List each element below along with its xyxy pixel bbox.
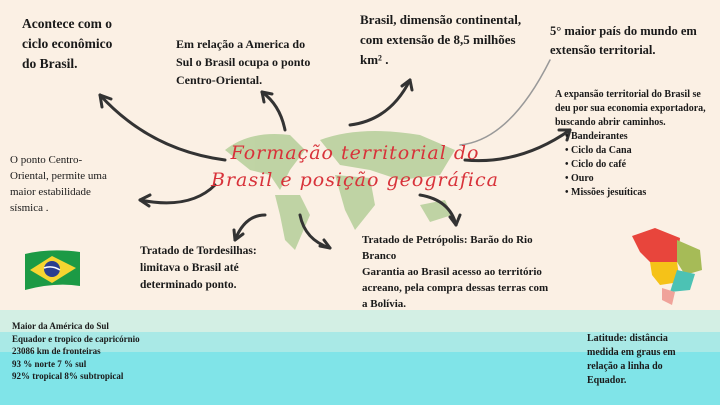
- fact: 23086 km de fronteiras: [12, 346, 101, 356]
- fact: 92% tropical 8% subtropical: [12, 371, 124, 381]
- arrow-tordesilhas: [233, 213, 267, 242]
- arrow-centro: [138, 183, 217, 205]
- list-item: Missões jesuíticas: [565, 186, 715, 200]
- petropolis-text: Garantia ao Brasil acesso ao território …: [362, 266, 549, 310]
- list-item: Bandeirantes: [565, 130, 715, 144]
- note-centro: O ponto Centro-Oriental, permite uma mai…: [10, 154, 107, 214]
- expansao-list: Bandeirantes Ciclo da Cana Ciclo do café…: [565, 130, 715, 200]
- note-expansao: A expansão territorial do Brasil se deu …: [555, 88, 715, 200]
- latitude-note: Latitude: distância medida em graus em r…: [587, 333, 676, 386]
- arrow-ciclo: [98, 93, 227, 162]
- fact: Maior da América do Sul: [12, 321, 109, 331]
- band-mid: [0, 332, 720, 352]
- list-item: Ciclo do café: [565, 158, 715, 172]
- list-item: Ciclo da Cana: [565, 144, 715, 158]
- arrow-dimensao: [348, 78, 412, 127]
- bottom-left-facts: Maior da América do Sul Equador e tropic…: [12, 320, 140, 383]
- arrow-expansao: [463, 128, 572, 163]
- title-line-2: Brasil e posição geográfica: [211, 169, 499, 191]
- arrow-america: [260, 90, 287, 132]
- expansao-intro: A expansão territorial do Brasil se deu …: [555, 89, 706, 128]
- fact: Equador e tropico de capricórnio: [12, 333, 140, 344]
- title-line-1: Formação territorial do: [230, 142, 480, 164]
- band-dark: [0, 352, 720, 405]
- world-map-icon: [225, 131, 455, 250]
- note-america: Em relação a America do Sul o Brasil ocu…: [176, 37, 311, 87]
- brazil-regions-map-icon: [632, 228, 702, 305]
- page-title: Formação territorial do Brasil e posição…: [205, 140, 505, 194]
- list-item: Ouro: [565, 172, 715, 186]
- brazil-flag-icon: [25, 250, 80, 290]
- arrow-quinto: [459, 59, 551, 146]
- band-light: [0, 310, 720, 332]
- note-petropolis: Tratado de Petrópolis: Barão do Rio Bran…: [362, 232, 552, 312]
- note-ciclo: Acontece com o ciclo econômico do Brasil…: [22, 16, 113, 71]
- petropolis-title: Tratado de Petrópolis: Barão do Rio Bran…: [362, 234, 533, 262]
- note-quinto: 5° maior país do mundo em extensão terri…: [550, 24, 697, 57]
- note-tordesilhas: Tratado de Tordesilhas: limitava o Brasi…: [140, 245, 257, 291]
- fact: 93 % norte 7 % sul: [12, 358, 87, 369]
- note-dimensao: Brasil, dimensão continental, com extens…: [360, 12, 522, 67]
